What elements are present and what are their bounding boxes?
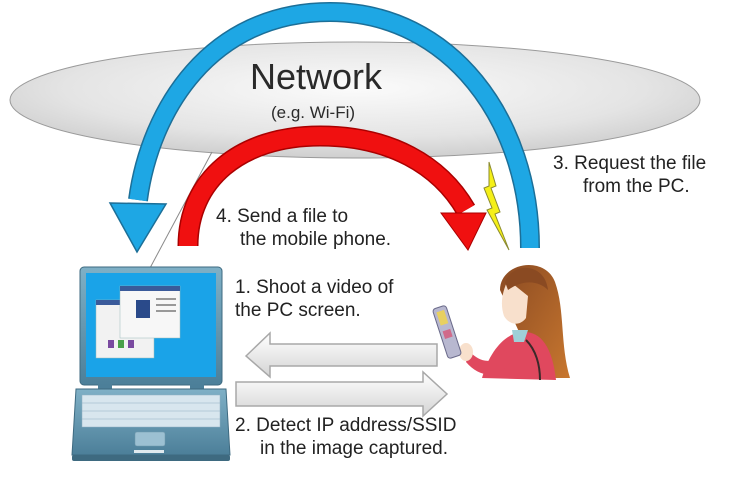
capture-arrow-left — [244, 331, 438, 379]
step-4-line-2: the mobile phone. — [240, 229, 392, 250]
lightning-icon — [483, 161, 510, 251]
laptop-pc — [71, 266, 231, 461]
step-4-line-1: 4. Send a file to — [216, 206, 349, 227]
step-1-line-2: the PC screen. — [235, 300, 361, 321]
detect-arrow-right — [235, 370, 449, 418]
request-arrow — [108, 1, 540, 254]
step-4-label: 4. Send a file to the mobile phone. — [216, 205, 391, 251]
step-1-label: 1. Shoot a video of the PC screen. — [235, 276, 393, 322]
user-with-phone — [432, 264, 570, 381]
network-subtitle: (e.g. Wi-Fi) — [271, 103, 356, 122]
step-2-line-2: in the image captured. — [260, 438, 449, 459]
connection-line — [149, 151, 213, 269]
step-1-line-1: 1. Shoot a video of — [235, 277, 394, 298]
step-3-line-2: from the PC. — [583, 176, 690, 197]
send-arrow — [177, 125, 487, 251]
step-3-line-1: 3. Request the file — [553, 153, 707, 174]
step-2-line-1: 2. Detect IP address/SSID — [235, 415, 457, 436]
step-2-label: 2. Detect IP address/SSID in the image c… — [235, 414, 456, 460]
network-title: Network — [250, 56, 383, 97]
step-3-label: 3. Request the file from the PC. — [553, 152, 706, 198]
